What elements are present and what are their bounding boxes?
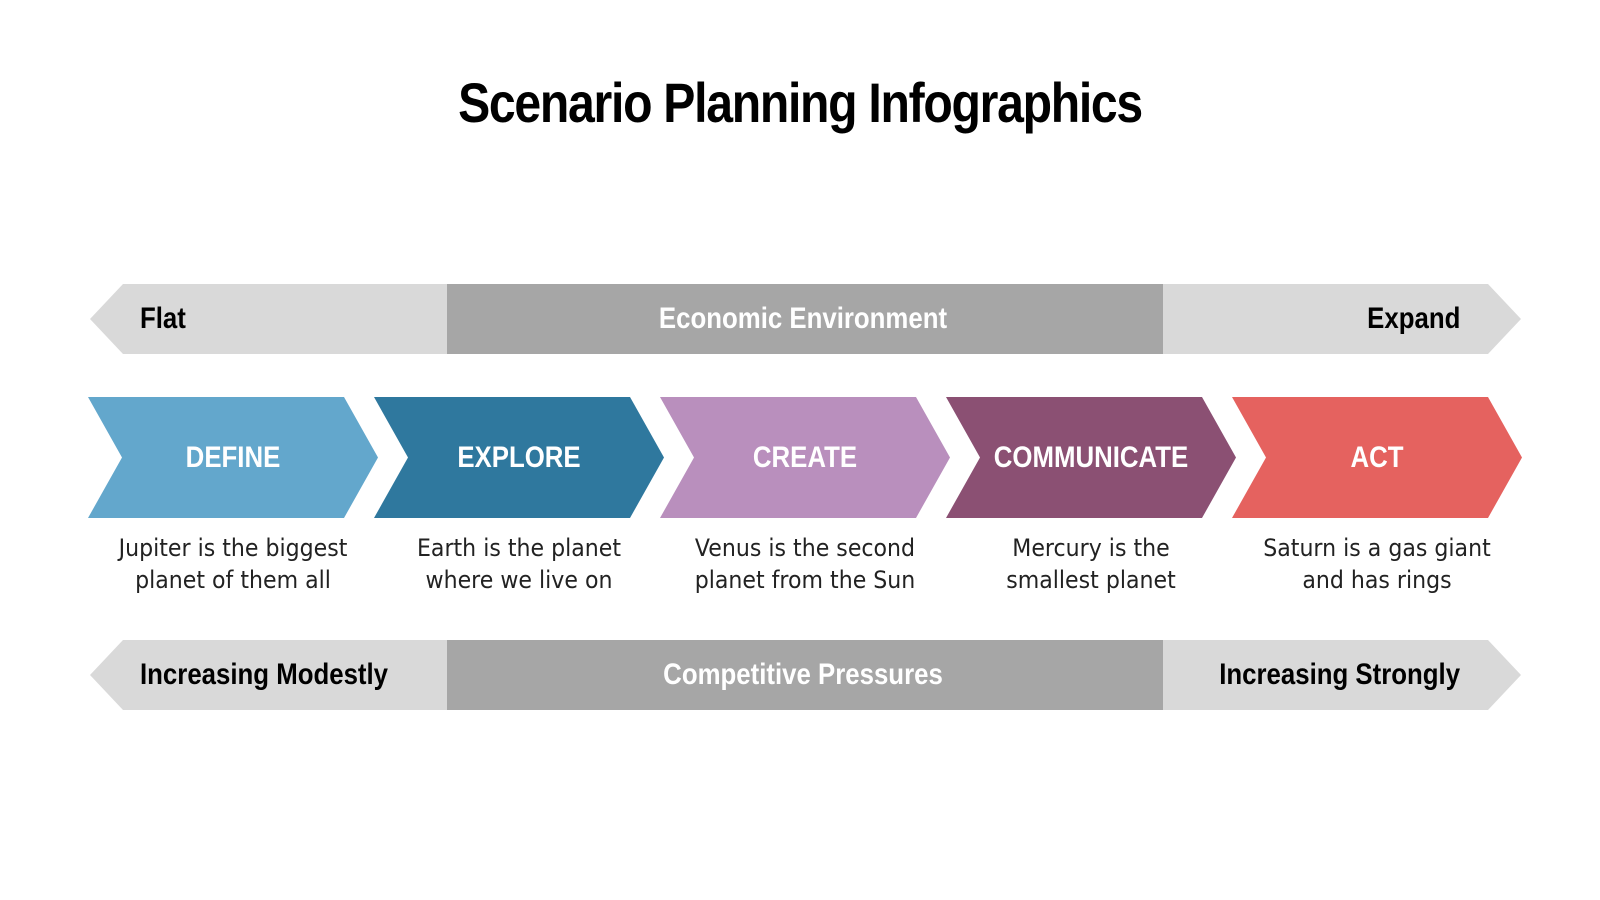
description-line: Saturn is a gas giant (1263, 534, 1491, 562)
chevron-shape (946, 397, 1236, 518)
step-chevron-communicate: COMMUNICATE (946, 397, 1236, 518)
band-center-shape (447, 640, 1163, 710)
competitive-pressures-band: Increasing Modestly Competitive Pressure… (0, 640, 1600, 710)
description-line: Venus is the second (694, 534, 916, 562)
description-line: Earth is the planet (416, 534, 622, 562)
band-right-label: Increasing Strongly (1219, 658, 1460, 691)
chevron-shape (88, 397, 378, 518)
step-description-communicate: Mercury is the smallest planet (958, 532, 1225, 596)
band-arrow-shape (90, 640, 1521, 710)
description-line: planet from the Sun (694, 566, 916, 594)
step-description-define: Jupiter is the biggest planet of them al… (100, 532, 367, 596)
step-label: EXPLORE (457, 441, 581, 474)
band-arrow-shape (90, 284, 1521, 354)
description-line: and has rings (1302, 566, 1452, 594)
description-line: Mercury is the (1012, 534, 1170, 562)
step-chevron-explore: EXPLORE (374, 397, 664, 518)
page-title: Scenario Planning Infographics (458, 71, 1143, 134)
step-description-create: Venus is the second planet from the Sun (672, 532, 939, 596)
band-center-label: Economic Environment (658, 302, 948, 335)
description-line: planet of them all (135, 566, 331, 594)
description-line: Jupiter is the biggest (118, 534, 348, 562)
chevron-shape (374, 397, 664, 518)
economic-environment-band: Flat Economic Environment Expand (0, 284, 1600, 354)
step-label: CREATE (752, 441, 858, 474)
chevron-shape (1232, 397, 1522, 518)
step-label: ACT (1350, 441, 1404, 474)
step-label: DEFINE (185, 441, 281, 474)
band-left-label: Flat (140, 302, 186, 335)
step-description-explore: Earth is the planet where we live on (386, 532, 653, 596)
description-line: smallest planet (1006, 566, 1176, 594)
step-label: COMMUNICATE (993, 441, 1189, 474)
band-left-label: Increasing Modestly (140, 658, 389, 691)
band-center-label: Competitive Pressures (663, 658, 943, 691)
step-chevron-define: DEFINE (88, 397, 378, 518)
chevron-shape (660, 397, 950, 518)
band-center-shape (447, 284, 1163, 354)
step-chevron-create: CREATE (660, 397, 950, 518)
band-right-label: Expand (1366, 302, 1460, 335)
description-line: where we live on (425, 566, 613, 594)
step-chevron-act: ACT (1232, 397, 1522, 518)
step-description-act: Saturn is a gas giant and has rings (1244, 532, 1511, 596)
